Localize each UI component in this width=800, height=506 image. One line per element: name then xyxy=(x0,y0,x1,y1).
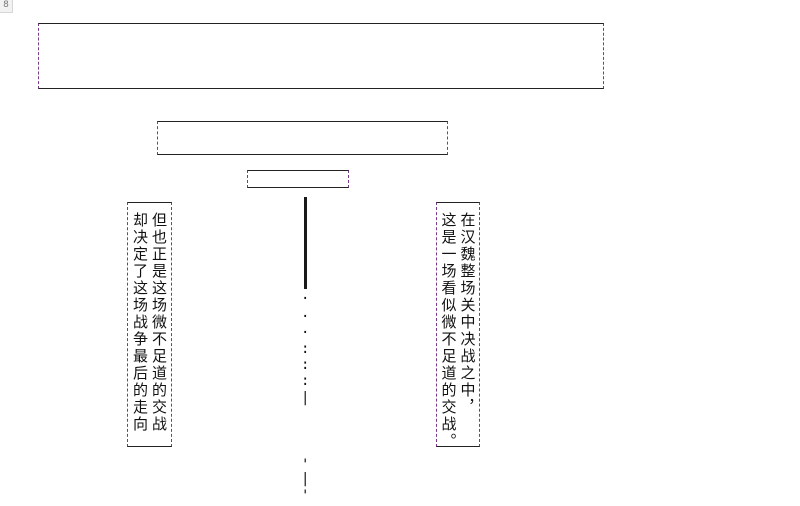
right-column-1: 这是一场看似微不足道的交战。 xyxy=(439,212,458,450)
right-text-columns: 这是一场看似微不足道的交战。 在汉魏整场关中决战之中， xyxy=(439,212,477,450)
top-frame-box xyxy=(38,23,604,89)
left-text-panel: 却决定了这场战争最后的走向 但也正是这场微不足道的交战 xyxy=(127,202,172,447)
small-frame-box xyxy=(247,170,349,188)
divider-colon-1: : xyxy=(301,341,310,357)
divider-quote-2: ' xyxy=(301,488,310,504)
divider-dot-2: · xyxy=(301,309,310,325)
left-column-1: 却决定了这场战争最后的走向 xyxy=(131,212,149,433)
divider-pipe-1: | xyxy=(301,390,310,406)
divider-colon-3: : xyxy=(301,373,310,389)
left-column-2: 但也正是这场微不足道的交战 xyxy=(150,212,168,433)
divider-quote-1: ' xyxy=(301,457,310,473)
divider-bar xyxy=(304,197,307,289)
right-column-2: 在汉魏整场关中决战之中， xyxy=(458,212,477,416)
middle-frame-box xyxy=(157,121,448,155)
corner-label: 8 xyxy=(3,0,9,10)
divider-pipe-2: | xyxy=(301,471,310,487)
corner-tab: 8 xyxy=(0,0,13,13)
right-text-panel: 这是一场看似微不足道的交战。 在汉魏整场关中决战之中， xyxy=(436,202,480,450)
left-text-columns: 却决定了这场战争最后的走向 但也正是这场微不足道的交战 xyxy=(131,212,168,442)
divider-dot-1: · xyxy=(301,291,310,307)
divider-colon-2: : xyxy=(301,357,310,373)
divider-dot-3: · xyxy=(301,325,310,341)
